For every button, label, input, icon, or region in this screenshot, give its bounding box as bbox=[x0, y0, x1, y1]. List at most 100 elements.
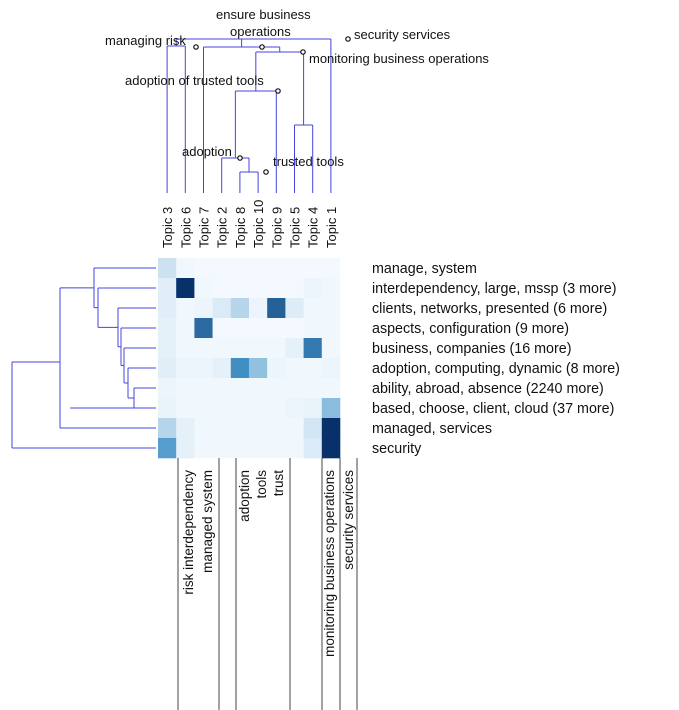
heatmap-cell-r9-c5 bbox=[230, 418, 250, 439]
heatmap-cell-r6-c6 bbox=[249, 358, 268, 379]
heatmap-cell-r7-c3 bbox=[194, 378, 213, 399]
heatmap-cell-r1-c6 bbox=[249, 258, 268, 279]
bottom-label-managed-system: managed system bbox=[200, 470, 215, 573]
heatmap-cell-r7-c8 bbox=[285, 378, 304, 399]
bottom-guide-lines bbox=[177, 458, 358, 710]
column-label-topic-2: Topic 2 bbox=[215, 207, 230, 248]
row-label-6: adoption, computing, dynamic (8 more) bbox=[372, 361, 620, 377]
column-label-topic-4: Topic 4 bbox=[306, 207, 321, 248]
heatmap-cell-r7-c6 bbox=[249, 378, 268, 399]
row-label-3: clients, networks, presented (6 more) bbox=[372, 301, 607, 317]
row-dendrogram bbox=[11, 267, 156, 449]
column-label-topic-5: Topic 5 bbox=[288, 207, 303, 248]
heatmap-cell-r2-c10 bbox=[321, 278, 341, 299]
heatmap-cell-r6-c3 bbox=[194, 358, 213, 379]
label-monitoring-business-operations: monitoring business operations bbox=[309, 51, 489, 66]
heatmap-cells bbox=[158, 258, 341, 459]
heatmap-cell-r5-c3 bbox=[194, 338, 213, 359]
heatmap-cell-r6-c7 bbox=[267, 358, 286, 379]
heatmap-cell-r8-c9 bbox=[303, 398, 323, 419]
node-adoption bbox=[237, 155, 243, 161]
heatmap-cell-r6-c4 bbox=[212, 358, 232, 379]
heatmap-cell-r8-c2 bbox=[176, 398, 195, 419]
heatmap-cell-r2-c6 bbox=[249, 278, 268, 299]
heatmap-cell-r10-c6 bbox=[249, 438, 268, 459]
heatmap-cell-r5-c2 bbox=[176, 338, 195, 359]
heatmap-cell-r2-c3 bbox=[194, 278, 213, 299]
heatmap-cell-r4-c9 bbox=[303, 318, 323, 339]
heatmap-cell-r5-c9 bbox=[303, 338, 323, 359]
heatmap-cell-r1-c5 bbox=[230, 258, 250, 279]
node-monitoring-business-operations bbox=[300, 49, 306, 55]
heatmap-cell-r5-c10 bbox=[321, 338, 341, 359]
heatmap-cell-r8-c6 bbox=[249, 398, 268, 419]
row-label-9: managed, services bbox=[372, 421, 492, 437]
column-label-topic-7: Topic 7 bbox=[197, 207, 212, 248]
heatmap-cell-r10-c3 bbox=[194, 438, 213, 459]
heatmap-cell-r2-c4 bbox=[212, 278, 232, 299]
column-label-topic-8: Topic 8 bbox=[233, 207, 248, 248]
heatmap-cell-r1-c2 bbox=[176, 258, 195, 279]
heatmap-cell-r1-c7 bbox=[267, 258, 286, 279]
heatmap-cell-r10-c1 bbox=[158, 438, 177, 459]
label-security-services: security services bbox=[354, 27, 451, 42]
heatmap-cell-r5-c5 bbox=[230, 338, 250, 359]
row-label-5: business, companies (16 more) bbox=[372, 341, 571, 357]
heatmap-cell-r9-c6 bbox=[249, 418, 268, 439]
heatmap-cell-r2-c5 bbox=[230, 278, 250, 299]
heatmap-cell-r4-c3 bbox=[194, 318, 213, 339]
bottom-label-security-services: security services bbox=[341, 470, 356, 570]
row-label-2: interdependency, large, mssp (3 more) bbox=[372, 281, 617, 297]
column-label-topic-1: Topic 1 bbox=[324, 207, 339, 248]
row-label-4: aspects, configuration (9 more) bbox=[372, 321, 569, 337]
heatmap-cell-r1-c3 bbox=[194, 258, 213, 279]
heatmap-cell-r8-c5 bbox=[230, 398, 250, 419]
heatmap-cell-r9-c8 bbox=[285, 418, 304, 439]
node-ensure-business-operations bbox=[259, 44, 265, 50]
heatmap-cell-r4-c7 bbox=[267, 318, 286, 339]
heatmap-cell-r7-c2 bbox=[176, 378, 195, 399]
heatmap-cell-r1-c10 bbox=[321, 258, 341, 279]
label-trusted-tools: trusted tools bbox=[273, 154, 344, 169]
heatmap-cell-r10-c2 bbox=[176, 438, 195, 459]
heatmap-cell-r3-c7 bbox=[267, 298, 286, 319]
heatmap-cell-r7-c5 bbox=[230, 378, 250, 399]
node-security-services bbox=[345, 36, 351, 42]
row-labels: manage, system interdependency, large, ms… bbox=[372, 261, 620, 457]
heatmap-cell-r2-c7 bbox=[267, 278, 286, 299]
heatmap-cell-r9-c7 bbox=[267, 418, 286, 439]
heatmap-cell-r3-c9 bbox=[303, 298, 323, 319]
heatmap-cell-r4-c1 bbox=[158, 318, 177, 339]
heatmap-cell-r9-c4 bbox=[212, 418, 232, 439]
heatmap-cell-r9-c3 bbox=[194, 418, 213, 439]
bottom-label-trust: trust bbox=[271, 470, 286, 497]
node-trusted-tools bbox=[263, 169, 269, 175]
heatmap-cell-r9-c9 bbox=[303, 418, 323, 439]
label-adoption: adoption bbox=[182, 144, 232, 159]
heatmap-cell-r3-c4 bbox=[212, 298, 232, 319]
label-adoption-of-trusted-tools: adoption of trusted tools bbox=[125, 73, 264, 88]
heatmap-cell-r8-c8 bbox=[285, 398, 304, 419]
heatmap-cell-r4-c5 bbox=[230, 318, 250, 339]
heatmap-cell-r1-c1 bbox=[158, 258, 177, 279]
heatmap-cell-r9-c2 bbox=[176, 418, 195, 439]
heatmap-cell-r2-c9 bbox=[303, 278, 323, 299]
row-label-1: manage, system bbox=[372, 261, 477, 277]
heatmap-cell-r3-c2 bbox=[176, 298, 195, 319]
heatmap-cell-r8-c4 bbox=[212, 398, 232, 419]
heatmap-cell-r1-c9 bbox=[303, 258, 323, 279]
heatmap-cell-r7-c1 bbox=[158, 378, 177, 399]
heatmap-cell-r3-c10 bbox=[321, 298, 341, 319]
heatmap-cell-r6-c2 bbox=[176, 358, 195, 379]
heatmap-cell-r9-c10 bbox=[321, 418, 341, 439]
heatmap-cell-r2-c2 bbox=[176, 278, 195, 299]
column-label-topic-6: Topic 6 bbox=[178, 207, 193, 248]
heatmap-cell-r7-c9 bbox=[303, 378, 323, 399]
heatmap-cell-r10-c7 bbox=[267, 438, 286, 459]
heatmap-cell-r4-c6 bbox=[249, 318, 268, 339]
heatmap-cell-r8-c7 bbox=[267, 398, 286, 419]
heatmap-cell-r6-c1 bbox=[158, 358, 177, 379]
heatmap-cell-r4-c8 bbox=[285, 318, 304, 339]
label-managing-risk: managing risk bbox=[105, 33, 186, 48]
